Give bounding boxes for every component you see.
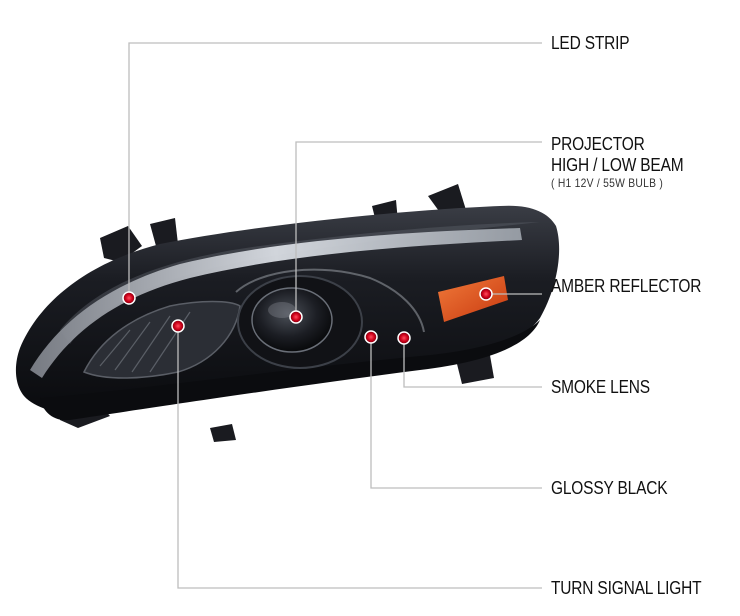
leader-lines [128,42,542,589]
callout-amber-reflector-text: AMBER REFLECTOR [551,276,702,296]
callout-turn-signal-light: TURN SIGNAL LIGHT [551,578,702,599]
marker-led-strip [122,291,136,305]
marker-smoke-lens [397,331,411,345]
marker-turn-signal [171,319,185,333]
marker-projector [289,310,303,324]
amber-reflector-light [438,276,508,322]
callout-glossy-black: GLOSSY BLACK [551,478,668,499]
callout-projector: PROJECTOR HIGH / LOW BEAM ( H1 12V / 55W… [551,134,684,190]
reflector-ribs [99,311,191,373]
callout-led-strip-text: LED STRIP [551,33,630,53]
marker-amber-reflector [479,287,493,301]
callout-smoke-lens-text: SMOKE LENS [551,377,650,397]
callout-led-strip: LED STRIP [551,33,630,54]
callout-projector-line1: PROJECTOR [551,134,645,154]
projector-trim [235,268,425,333]
callout-projector-line2: HIGH / LOW BEAM [551,155,684,175]
led-strip-light [30,228,522,378]
callout-turn-signal-light-text: TURN SIGNAL LIGHT [551,578,702,598]
lower-bezel [40,320,540,421]
callout-projector-bulb-spec: ( H1 12V / 55W BULB ) [551,176,664,190]
callout-markers [122,287,493,345]
projector-lens-highlight [268,302,296,318]
callout-amber-reflector: AMBER REFLECTOR [551,276,701,297]
callout-smoke-lens: SMOKE LENS [551,377,650,398]
marker-glossy-black [364,330,378,344]
callout-glossy-black-text: GLOSSY BLACK [551,478,668,498]
